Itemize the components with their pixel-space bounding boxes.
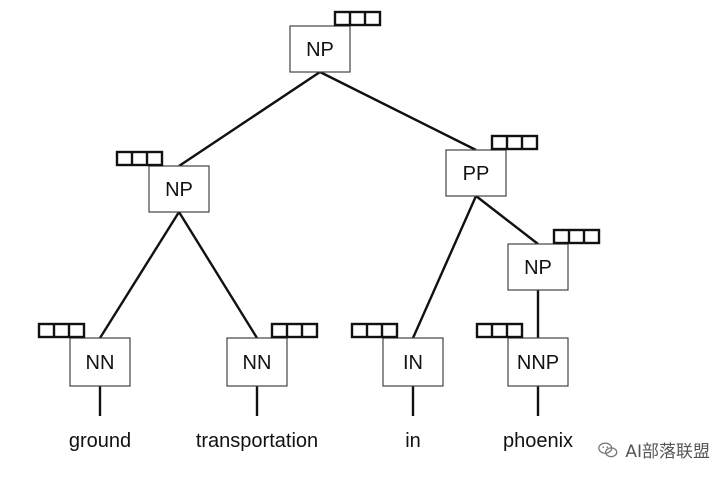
node-label: NP — [165, 179, 193, 201]
node-box — [445, 149, 507, 197]
tree-edge-np-root-np-left — [178, 71, 321, 167]
word-w-phoenix: phoenix — [503, 430, 573, 452]
node-label: NP — [306, 39, 334, 61]
node-box — [69, 337, 131, 387]
node-np-left: NP — [115, 150, 210, 213]
tree-words: ground transportation in phoenix — [69, 430, 573, 452]
tree-edge-np-root-pp — [319, 70, 477, 152]
node-vector — [115, 150, 164, 167]
node-vector — [490, 134, 539, 151]
node-in: IN — [350, 322, 444, 387]
tree-nodes: NP NP PP NP NN NN IN NNP — [37, 10, 601, 387]
node-box — [382, 337, 444, 387]
node-box — [507, 337, 569, 387]
watermark: AI部落联盟 — [597, 437, 710, 462]
tree-edge-np-left-nn-1 — [98, 211, 181, 339]
node-np-right: NP — [507, 228, 601, 291]
word-w-in: in — [405, 430, 421, 452]
node-box — [507, 243, 569, 291]
node-pp: PP — [445, 134, 539, 197]
node-box — [148, 165, 210, 213]
node-label: NNP — [517, 352, 559, 374]
node-label: NP — [524, 257, 552, 279]
wechat-icon — [598, 441, 618, 457]
tree-edge-np-left-nn-2 — [177, 211, 259, 339]
node-box — [226, 337, 288, 387]
node-np-root: NP — [289, 10, 382, 73]
node-label: IN — [403, 352, 423, 374]
tree-edge-pp-np-right — [475, 195, 539, 245]
node-label: PP — [463, 163, 490, 185]
node-vector — [350, 322, 399, 339]
watermark-text: AI部落联盟 — [625, 442, 710, 462]
node-nnp: NNP — [475, 322, 569, 387]
node-vector — [333, 10, 382, 27]
node-vector — [552, 228, 601, 245]
node-vector — [475, 322, 524, 339]
node-vector — [37, 322, 86, 339]
node-nn-1: NN — [37, 322, 131, 387]
word-w-transportation: transportation — [196, 430, 318, 452]
tree-edge-pp-in — [411, 195, 478, 339]
word-w-ground: ground — [69, 430, 131, 452]
node-label: NN — [243, 352, 272, 374]
tree-edges — [98, 70, 540, 339]
node-vector — [270, 322, 319, 339]
node-label: NN — [86, 352, 115, 374]
node-nn-2: NN — [226, 322, 319, 387]
node-box — [289, 25, 351, 73]
word-stems — [98, 386, 540, 416]
